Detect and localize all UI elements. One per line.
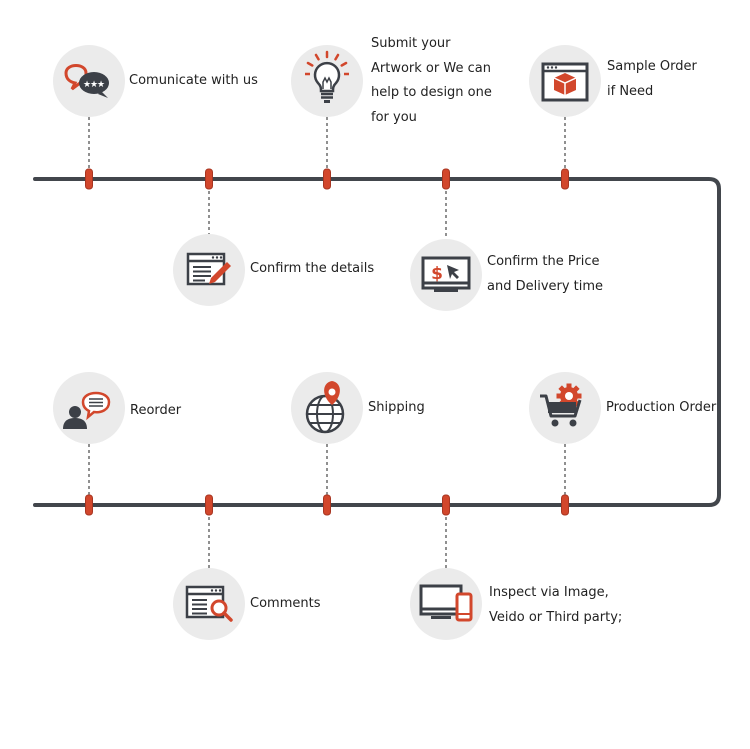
step-label: Confirm the Price and Delivery time [487,250,603,299]
timeline-marker [85,494,93,516]
timeline-step [173,168,245,306]
step-label: Reorder [130,399,181,424]
svg-text:★: ★ [97,80,105,90]
timeline-line [33,177,721,507]
timeline-step [53,372,125,516]
step-label-line: Reorder [130,403,182,418]
document-edit-icon [186,252,231,286]
step-label: Comunicate with us [129,69,258,94]
chat-bubbles-icon: ★★★ [64,64,109,98]
step-label-line: if Need [607,83,654,99]
timeline-step [291,45,363,190]
timeline-marker [323,494,331,516]
step-label-line: Production Order [606,400,717,415]
timeline-step: $ [410,168,482,311]
svg-text:★: ★ [83,80,91,90]
step-label: Comments [250,592,320,617]
monitor-price-icon: $ [421,256,471,292]
svg-text:★: ★ [90,80,98,90]
lightbulb-icon [305,50,349,103]
timeline-step [529,45,601,190]
timeline-step [410,494,482,640]
step-label-line: and Delivery time [487,278,604,294]
step-label: Production Order [606,396,716,421]
step-label-line: Confirm the Price [487,254,600,269]
timeline-step [173,494,245,640]
step-label-line: for you [371,109,417,125]
step-label: Shipping [368,396,425,421]
timeline-marker [323,168,331,190]
step-label: Sample Order if Need [607,55,697,104]
step-label-line: Submit your [371,36,451,51]
step-label-line: Comunicate with us [129,73,258,88]
timeline-marker [561,168,569,190]
monitor-phone-icon [419,584,473,622]
timeline-step [529,372,601,516]
timeline-marker [205,168,213,190]
step-label-line: Veido or Third party; [489,609,623,625]
step-label: Inspect via Image, Veido or Third party; [489,581,622,630]
step-label-line: Artwork or We can [371,60,491,76]
timeline-step [291,372,363,516]
step-label-line: help to design one [371,85,492,100]
timeline-marker [561,494,569,516]
step-label-line: Sample Order [607,59,697,74]
step-label-line: Comments [250,596,321,611]
step-label-line: Inspect via Image, [489,585,609,600]
timeline-step: ★★★ [53,45,125,190]
timeline-marker [442,494,450,516]
timeline-marker [442,168,450,190]
globe-pin-icon [305,381,345,434]
cart-gear-icon [540,383,582,427]
step-label-line: Shipping [368,400,425,415]
timeline-marker [85,168,93,190]
person-chat-icon [63,391,111,429]
document-search-icon [185,585,233,622]
sample-box-icon [541,62,589,102]
svg-text:$: $ [431,264,443,284]
timeline-marker [205,494,213,516]
step-label-line: Confirm the details [250,261,375,276]
step-label: Confirm the details [250,257,374,282]
